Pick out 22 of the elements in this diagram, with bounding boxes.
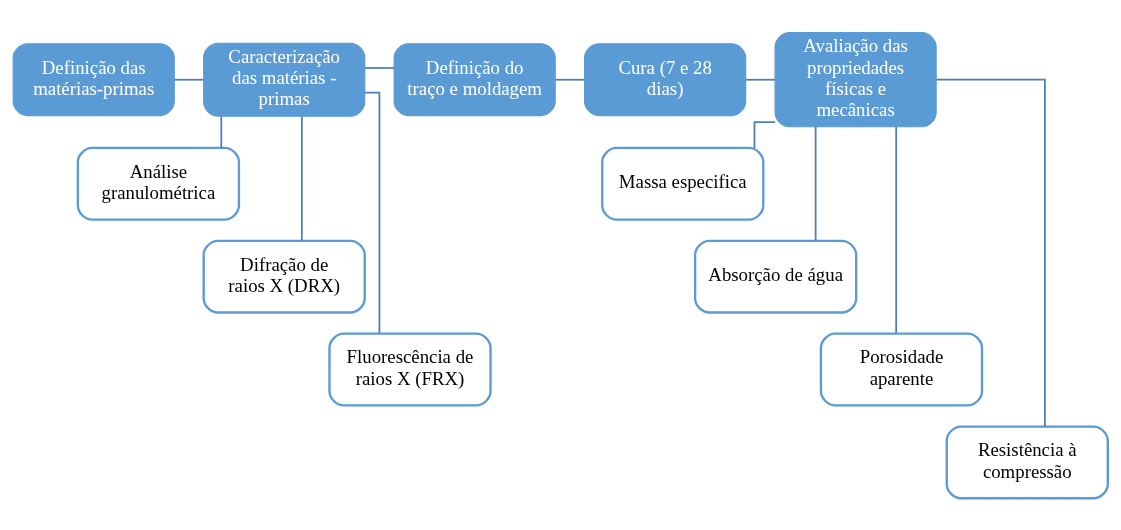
connector xyxy=(220,115,223,148)
connector xyxy=(300,114,303,241)
node-box: Cura (7 e 28 dias) xyxy=(584,42,747,116)
connector xyxy=(814,125,817,242)
node-box: Porosidade aparente xyxy=(819,332,984,407)
node-box: Definição das matérias-primas xyxy=(12,42,175,116)
connector xyxy=(554,78,586,81)
node-box: Definição do traço e moldagem xyxy=(393,42,556,116)
connector xyxy=(745,78,776,81)
connector xyxy=(753,120,776,149)
node-box: Resistência à compressão xyxy=(945,424,1109,499)
node-box: Avaliação das propriedades físicas e mecânicas xyxy=(774,31,937,127)
node-box: Massa especifica xyxy=(601,146,765,221)
connector xyxy=(895,125,898,334)
connector xyxy=(364,66,395,69)
node-box: Fluorescência de raios X (FRX) xyxy=(328,332,492,407)
connector xyxy=(173,78,205,81)
node-box: Absorção de água xyxy=(693,239,858,314)
node-box: Caracterização das matérias - primas xyxy=(203,42,366,117)
node-box: Análise granulométrica xyxy=(76,146,241,221)
connector xyxy=(935,78,1046,427)
node-box: Difração de raios X (DRX) xyxy=(202,239,366,314)
